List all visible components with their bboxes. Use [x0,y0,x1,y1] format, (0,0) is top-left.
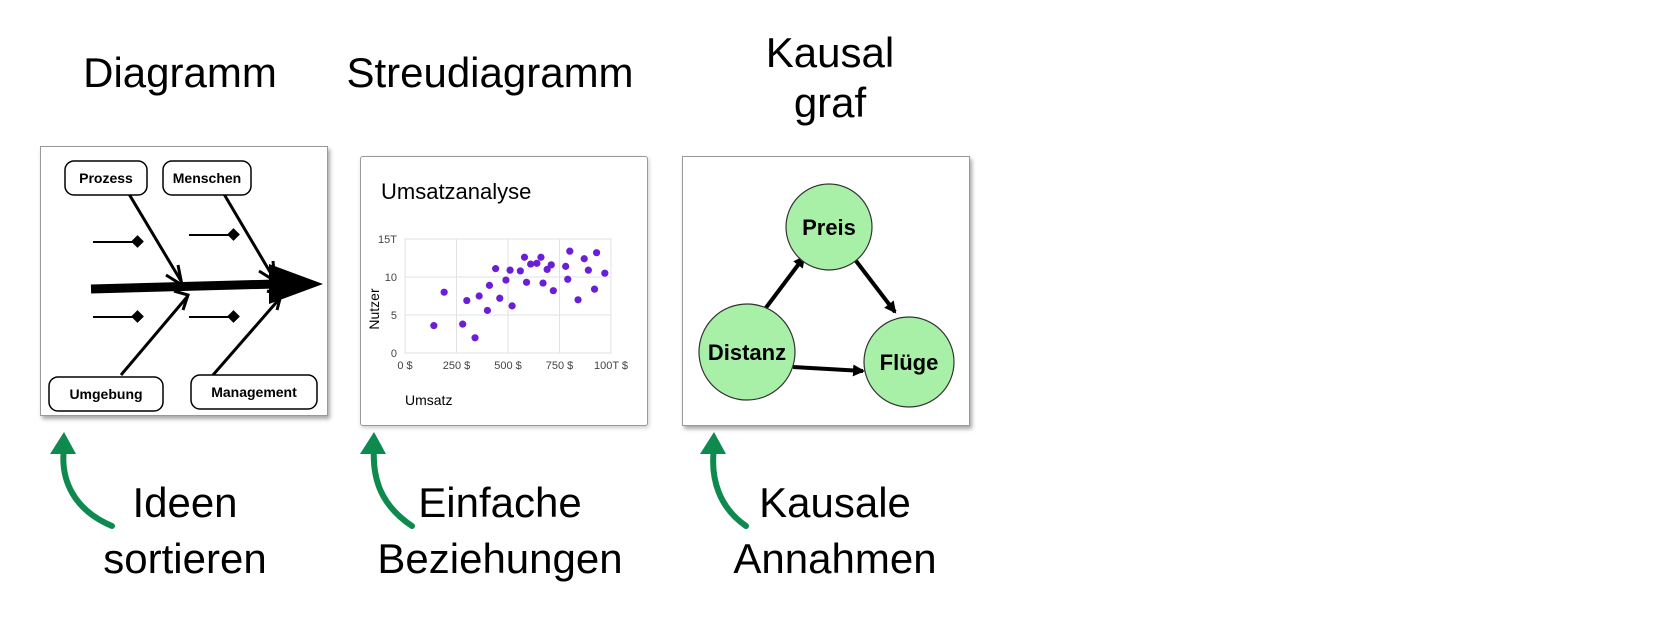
scatter-point [601,269,609,277]
scatter-point [533,259,541,267]
edge-distanz-preis [763,255,806,311]
scatter-point [537,253,545,261]
scatter-point [496,294,504,302]
scatter-point [492,265,500,273]
scatter-point [562,262,570,270]
causal-graph: Preis Distanz Flüge [682,156,970,426]
scatter-point [506,266,514,274]
scatter-point [516,267,524,275]
edge-preis-fluege [851,255,897,314]
x-tick-label: 250 $ [443,360,471,372]
scatter-point [485,281,494,289]
scatter-point [527,260,535,268]
fishbone-diagram: Prozess Menschen Umgebung Management [40,146,328,416]
scatter-point [483,306,491,315]
curved-arrow-icon [700,432,749,529]
fishbone-label-umgebung: Umgebung [48,376,164,412]
scatter-point [520,253,529,261]
svg-text:Flüge: Flüge [880,350,939,375]
svg-text:Distanz: Distanz [708,340,786,365]
caption-fishbone: Ideen sortieren [103,479,267,582]
svg-text:Preis: Preis [802,215,856,240]
scatter-point [475,292,483,300]
fishbone-label-management: Management [190,374,318,410]
scatter-point [580,255,588,263]
fishbone-bone-management [211,296,283,376]
node-distanz: Distanz [698,303,796,401]
svg-text:Management: Management [211,384,297,400]
scatter-point [592,249,601,257]
fishbone-label-prozess: Prozess [64,160,148,196]
y-tick-label: 10 [385,272,397,284]
scatter-point [547,261,555,269]
chart-title: Umsatzanalyse [381,179,531,204]
heading-scatter: Streudiagramm [346,49,634,96]
scatter-point [566,247,574,255]
fishbone-bone-menschen [219,188,275,278]
node-preis: Preis [785,183,873,271]
caption-scatter: Einfache Beziehungen [377,479,623,582]
y-tick-label: 5 [391,310,397,322]
fishbone-bone-prozess [124,188,183,282]
heading-causal: Kausal graf [765,29,895,126]
heading-fishbone: Diagramm [83,49,277,96]
scatter-point [508,302,516,310]
scatter-point [564,275,572,283]
fishbone-head [269,264,323,304]
scatter-point [463,296,471,305]
scatter-point [590,285,599,293]
scatter-point [543,265,551,273]
edge-distanz-fluege [792,364,865,377]
x-tick-label: 500 $ [494,360,522,372]
fishbone-label-menschen: Menschen [162,160,252,196]
scatter-chart: Umsatzanalyse 0 5 10 15T 0 $ 250 $ 500 $ 750 $ 1… [360,156,648,426]
curved-arrow-icon [360,432,415,529]
svg-text:Umgebung: Umgebung [69,386,142,402]
svg-text:Prozess: Prozess [79,170,133,186]
scatter-point [584,266,592,274]
curved-arrow-icon [50,432,115,529]
x-axis-label: Umsatz [405,392,452,408]
node-fluege: Flüge [863,316,955,408]
y-tick-label: 15T [378,234,397,246]
fishbone-bone-umgebung [119,296,189,376]
scatter-point [502,276,510,284]
scatter-point [430,322,438,330]
scatter-point [574,296,582,304]
x-tick-label: 100T $ [594,360,628,372]
scatter-point [522,278,531,286]
x-tick-label: 750 $ [546,360,574,372]
caption-causal: Kausale Annahmen [733,479,937,582]
svg-text:Menschen: Menschen [173,170,241,186]
x-tick-label: 0 $ [397,360,412,372]
y-axis-label: Nutzer [366,288,382,330]
scatter-point [471,334,479,342]
scatter-point [549,287,557,295]
scatter-point [539,279,547,287]
scatter-point [440,288,448,296]
scatter-point [459,320,467,328]
y-tick-label: 0 [391,348,397,360]
